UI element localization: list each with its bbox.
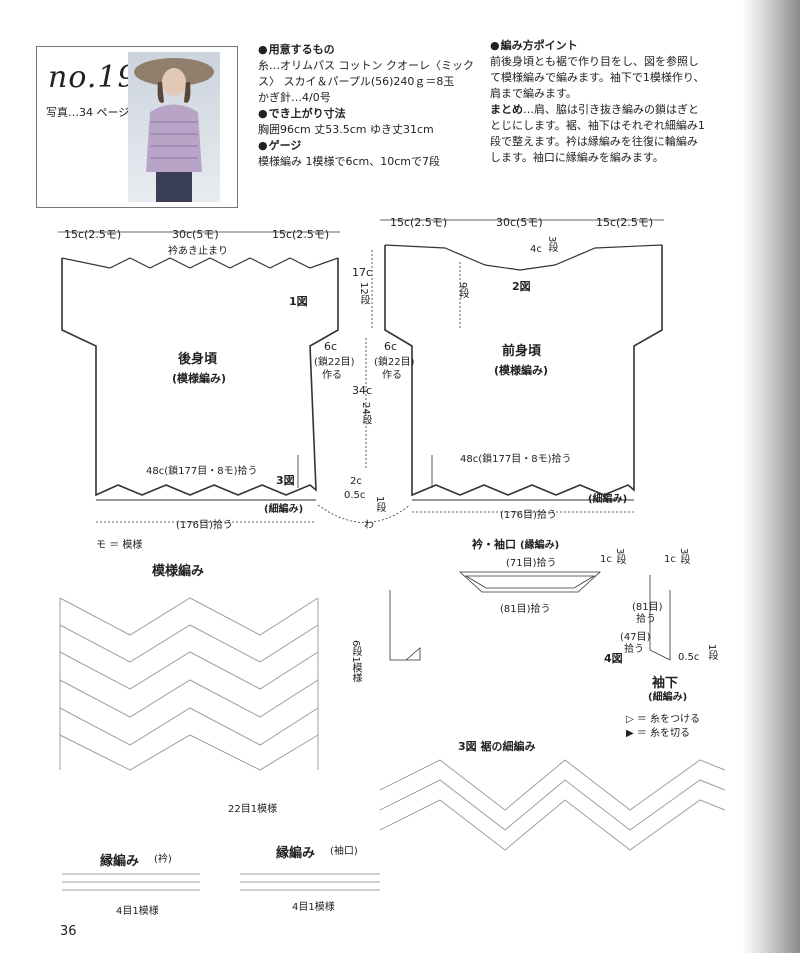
label-back-hem-pickup: 48c(鎖177目・8モ)拾う [146, 466, 258, 477]
cuff-edging-repeat: 4目1模様 [292, 902, 335, 913]
label-front-hem-stitches: (176目)拾う [500, 510, 557, 521]
page-binding-shadow [742, 0, 800, 953]
label-collar-81: (81目)拾う [500, 604, 551, 615]
points-line-2: て模様編みで編みます。袖下で1模様作り、 [490, 71, 705, 84]
label-front-hem-pickup: 48c(鎖177目・8モ)拾う [460, 454, 572, 465]
collar-edging-title: 縁編み [100, 854, 140, 869]
label-front-hem-band: (細編み) [588, 494, 628, 505]
label-back-side-make: 作る [322, 370, 342, 381]
label-sleeve-47: (47目) [620, 632, 651, 643]
label-neck-opening: 衿あき止まり [168, 246, 228, 257]
label-front-side-chain: (鎖22目) [374, 357, 415, 368]
label-figure-3: 3図 [276, 474, 295, 487]
label-sleeve-band-rows: 1段 [706, 644, 717, 661]
label-cuff-rows: 3段 [678, 548, 689, 565]
page-number: 36 [60, 924, 77, 939]
points-line-3: 肩まで編みます。 [490, 87, 577, 100]
label-back-hem-band: (細編み) [264, 504, 304, 515]
points-line-6: 段で整えます。衿は縁編みを往復に輪編み [490, 135, 698, 148]
label-sleeve-band-height: 0.5c [678, 652, 700, 663]
points-line-4: …肩、脇は引き抜き編みの鎖はぎと [523, 103, 699, 116]
pattern-chart-lines [59, 597, 726, 891]
cuff-edging-title: 縁編み [276, 846, 316, 861]
label-repeat-stitches: 22目1模様 [228, 804, 278, 815]
model-photo [128, 52, 220, 202]
label-back-shoulder-left: 15c(2.5モ) [64, 228, 122, 241]
label-front-shoulder-left: 15c(2.5モ) [390, 216, 448, 229]
label-front-neck-depth: 4c [530, 244, 542, 255]
label-hem-1-row: 1段 [374, 496, 385, 513]
pattern-chart-title: 模様編み [152, 564, 205, 579]
label-front-neck-width: 30c(5モ) [496, 216, 543, 229]
legend-attach-yarn: ▷ ＝ 糸をつける [626, 714, 701, 725]
collar-edging-repeat: 4目1模様 [116, 906, 159, 917]
label-figure-4: 4図 [604, 652, 623, 665]
label-figure-1: 1図 [289, 295, 308, 308]
label-back-side-chain: (鎖22目) [314, 357, 355, 368]
materials-block: 用意するもの 糸…オリムパス コットン クオーレ〈ミック ス〉 スカイ＆パープル… [258, 42, 488, 170]
label-front-side-height: 6c [384, 340, 398, 353]
label-sleeve-47-pick: 拾う [624, 644, 644, 655]
label-front-shoulder-right: 15c(2.5モ) [596, 216, 654, 229]
label-collar-rows: 3段 [614, 548, 625, 565]
gauge-text: 模様編み 1模様で6cm、10cmで7段 [258, 155, 441, 168]
label-back-neck-width: 30c(5モ) [172, 228, 219, 241]
label-body-length: 34c [352, 384, 373, 397]
label-collar-height: 1c [600, 554, 612, 565]
label-body-length-rows: 24段 [360, 402, 371, 425]
front-body-subtitle: (模様編み) [494, 364, 549, 377]
front-neck-edge [384, 244, 663, 271]
label-front-neck-depth-rows: 3段 [546, 236, 557, 253]
label-front-side-make: 作る [382, 370, 402, 381]
photo-reference: 写真…34 ページ [46, 106, 130, 119]
instructions-block: 編み方ポイント 前後身頃とも裾で作り目をし、図を参照し て模様編みで編みます。袖… [490, 38, 730, 166]
front-body-title: 前身頃 [502, 344, 542, 359]
points-heading: 編み方ポイント [490, 38, 730, 54]
label-figure-2: 2図 [512, 280, 531, 293]
label-hem-half-cm: 0.5c [344, 490, 366, 501]
collar-edging-subtitle: (衿) [154, 854, 172, 865]
points-line-5: とじにします。裾、袖下はそれぞれ細編み1 [490, 119, 705, 132]
legend-cut-yarn: ▶ ＝ 糸を切る [626, 728, 691, 739]
collar-cuff-title: 衿・袖口 [472, 538, 516, 551]
yarn-line-1: 糸…オリムパス コットン クオーレ〈ミック [258, 59, 474, 72]
label-hem-2c: 2c [350, 476, 362, 487]
label-cuff-height: 1c [664, 554, 676, 565]
label-underarm-band: (細編み) [648, 692, 688, 703]
collar-cuff-subtitle: (縁編み) [520, 540, 560, 551]
points-line-7: します。袖口に縁編みを編みます。 [490, 151, 664, 164]
hook-size: かぎ針…4/0号 [258, 91, 331, 104]
label-repeat-rows: 6段1模様 [350, 640, 361, 683]
yarn-line-2: ス〉 スカイ＆パープル(56)240ｇ＝8玉 [258, 75, 455, 88]
size-heading: でき上がり寸法 [258, 106, 488, 122]
label-armhole-height: 17c [352, 266, 373, 279]
gauge-heading: ゲージ [258, 138, 488, 154]
label-armhole-rows: 12段 [358, 282, 369, 305]
hem-chart-title: 3図 裾の細編み [458, 740, 536, 753]
finishing-heading: まとめ [490, 103, 523, 116]
label-cuff-81-pick: 拾う [636, 614, 656, 625]
label-front-neck-rows: 9段 [457, 282, 468, 299]
cuff-edging-subtitle: (袖口) [330, 846, 358, 857]
back-body-subtitle: (模様編み) [172, 372, 227, 385]
label-cuff-81: (81目) [632, 602, 663, 613]
materials-heading: 用意するもの [258, 42, 488, 58]
label-back-side-height: 6c [324, 340, 338, 353]
back-body-title: 後身頃 [178, 352, 218, 367]
back-body-outline [61, 258, 339, 497]
finished-size: 胸囲96cm 丈53.5cm ゆき丈31cm [258, 123, 434, 136]
label-motif-note: モ ＝ 模様 [96, 540, 143, 551]
label-back-shoulder-right: 15c(2.5モ) [272, 228, 330, 241]
back-neck-edge [61, 257, 339, 269]
points-line-1: 前後身頃とも裾で作り目をし、図を参照し [490, 55, 699, 68]
label-underarm: 袖下 [652, 676, 679, 691]
front-body-outline [384, 245, 663, 497]
pattern-number: no.19 [48, 60, 138, 95]
label-collar-71: (71目)拾う [506, 558, 557, 569]
label-in-the-round: わ [364, 520, 374, 531]
label-back-hem-stitches: (176目)拾う [176, 520, 233, 531]
